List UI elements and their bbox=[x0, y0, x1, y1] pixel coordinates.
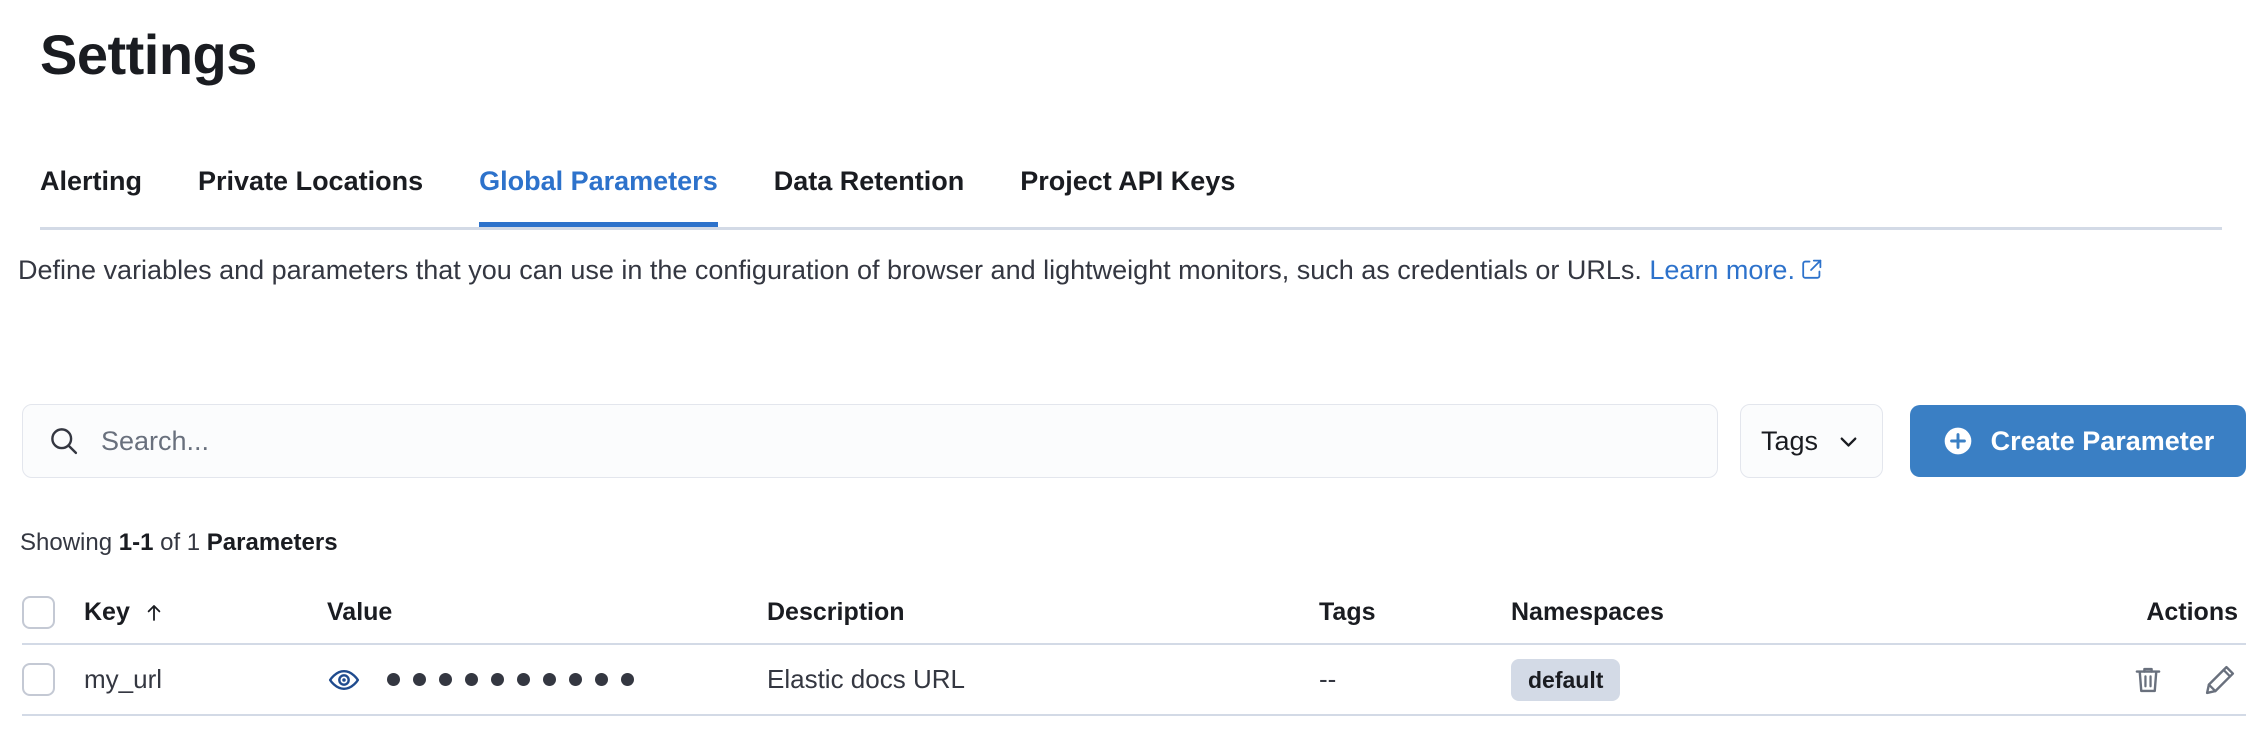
description-body: Define variables and parameters that you… bbox=[18, 255, 1650, 285]
namespace-badge: default bbox=[1511, 658, 1621, 701]
tab-alerting[interactable]: Alerting bbox=[40, 166, 143, 196]
table-header-row: Key Value Description Tags Namespaces bbox=[22, 582, 2246, 645]
column-header-value-label: Value bbox=[327, 598, 393, 626]
mask-dot bbox=[595, 673, 608, 686]
row-select-cell bbox=[22, 663, 84, 696]
tab-data-retention[interactable]: Data Retention bbox=[773, 166, 965, 196]
summary-middle: of 1 bbox=[153, 529, 207, 556]
cell-description: Elastic docs URL bbox=[767, 664, 965, 694]
column-header-description[interactable]: Description bbox=[767, 598, 1319, 627]
column-header-namespaces-label: Namespaces bbox=[1511, 598, 1664, 626]
create-parameter-label: Create Parameter bbox=[1990, 425, 2215, 456]
pencil-icon[interactable] bbox=[2202, 662, 2238, 698]
mask-dot bbox=[517, 673, 530, 686]
search-box[interactable] bbox=[22, 404, 1718, 478]
cell-actions bbox=[2101, 662, 2246, 698]
select-all-checkbox[interactable] bbox=[22, 596, 55, 629]
column-header-actions-label: Actions bbox=[2146, 598, 2238, 626]
cell-tags: -- bbox=[1319, 664, 1337, 694]
create-parameter-button[interactable]: Create Parameter bbox=[1910, 405, 2246, 477]
parameters-table: Key Value Description Tags Namespaces bbox=[22, 582, 2246, 716]
mask-dot bbox=[465, 673, 478, 686]
column-header-namespaces[interactable]: Namespaces bbox=[1511, 598, 2101, 627]
column-header-key-label: Key bbox=[84, 598, 130, 626]
description-text: Define variables and parameters that you… bbox=[18, 248, 2248, 294]
mask-dot bbox=[387, 673, 400, 686]
search-input[interactable] bbox=[101, 425, 1693, 457]
trash-icon[interactable] bbox=[2130, 662, 2166, 698]
tab-project-api-keys[interactable]: Project API Keys bbox=[1020, 166, 1236, 196]
cell-value bbox=[327, 663, 767, 697]
mask-dot bbox=[439, 673, 452, 686]
search-icon bbox=[47, 424, 81, 458]
cell-key: my_url bbox=[84, 664, 163, 694]
cell-namespaces: default bbox=[1511, 658, 2101, 701]
mask-dot bbox=[491, 673, 504, 686]
plus-circle-icon bbox=[1942, 425, 1974, 457]
summary-entity: Parameters bbox=[206, 529, 338, 556]
controls-row: Tags Create Parameter bbox=[22, 404, 2246, 480]
summary-prefix: Showing bbox=[20, 529, 119, 556]
eye-icon[interactable] bbox=[327, 663, 361, 697]
tab-global-parameters[interactable]: Global Parameters bbox=[479, 155, 718, 227]
mask-dot bbox=[413, 673, 426, 686]
table-row: my_url bbox=[22, 645, 2246, 716]
sort-ascending-icon bbox=[142, 601, 166, 625]
column-header-tags[interactable]: Tags bbox=[1319, 598, 1511, 627]
learn-more-link[interactable]: Learn more. bbox=[1649, 255, 1795, 285]
column-header-description-label: Description bbox=[767, 598, 905, 626]
mask-dot bbox=[569, 673, 582, 686]
page-title: Settings bbox=[40, 23, 257, 86]
masked-value bbox=[387, 673, 634, 686]
tab-private-locations[interactable]: Private Locations bbox=[198, 166, 424, 196]
settings-tabs: Alerting Private Locations Global Parame… bbox=[40, 155, 2222, 230]
tags-filter-button[interactable]: Tags bbox=[1740, 404, 1883, 478]
column-header-value[interactable]: Value bbox=[327, 598, 767, 627]
tags-filter-label: Tags bbox=[1760, 425, 1819, 456]
summary-range: 1-1 bbox=[118, 529, 154, 556]
mask-dot bbox=[543, 673, 556, 686]
column-header-key[interactable]: Key bbox=[84, 598, 327, 627]
results-summary: Showing 1-1 of 1 Parameters bbox=[20, 528, 338, 558]
mask-dot bbox=[621, 673, 634, 686]
external-link-icon bbox=[1801, 249, 1823, 294]
select-all-cell bbox=[22, 596, 84, 629]
column-header-actions: Actions bbox=[2101, 598, 2246, 627]
row-select-checkbox[interactable] bbox=[22, 663, 55, 696]
column-header-tags-label: Tags bbox=[1319, 598, 1376, 626]
chevron-down-icon bbox=[1835, 428, 1862, 455]
